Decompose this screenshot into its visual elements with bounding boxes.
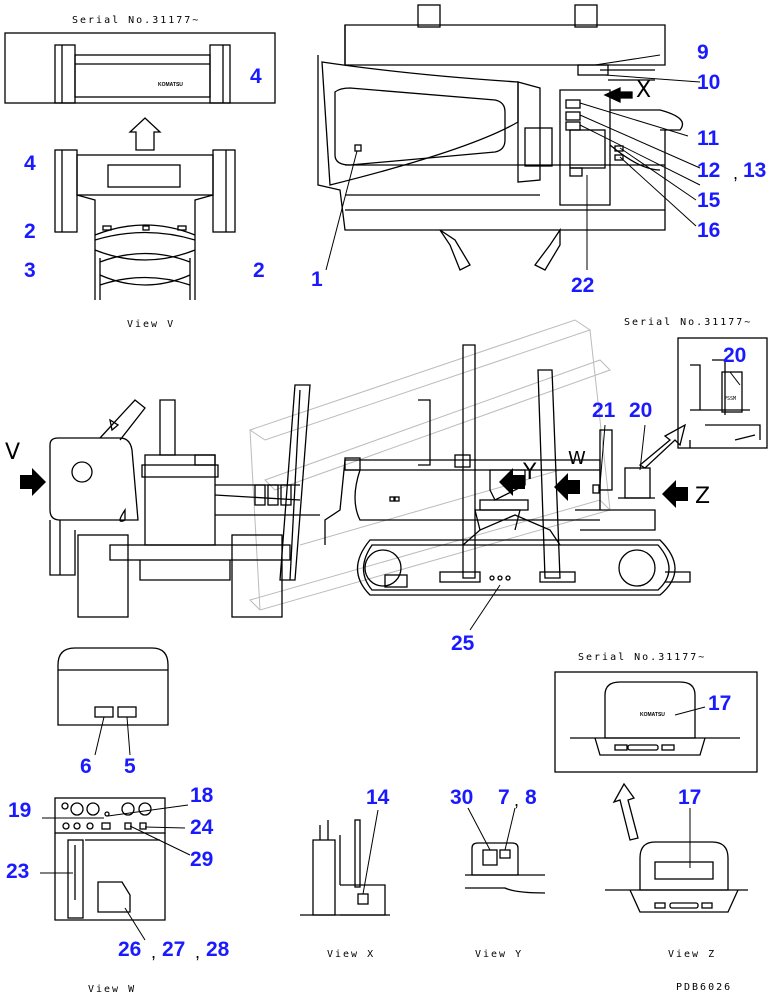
callout-18: 18 (190, 784, 214, 807)
view-z-drawing (605, 808, 748, 913)
view-letter-y: Y (523, 460, 537, 485)
caption-view-v: View V (127, 319, 176, 330)
arrow-v-icon (20, 468, 46, 496)
callout-21: 21 (592, 399, 616, 422)
callout-20: 20 (629, 399, 653, 422)
main-machine-drawing (49, 319, 691, 618)
view-letter-z: Z (695, 484, 711, 509)
callout-19: 19 (8, 799, 32, 822)
callout-7: 7 (498, 786, 510, 809)
callout-20-inset: 20 (723, 344, 747, 367)
arrow-w-icon (554, 473, 580, 501)
callout-4-top: 4 (250, 65, 262, 88)
caption-view-x: View X (327, 949, 376, 960)
serial-mid: Serial No.31177~ (624, 317, 753, 328)
caption-view-z: View Z (668, 949, 717, 960)
cab-drawing (317, 4, 684, 271)
up-arrow-2-icon (612, 782, 639, 841)
callout-9: 9 (697, 41, 709, 64)
callout-2-left: 2 (24, 220, 36, 243)
callout-26: 26 (118, 938, 142, 961)
inset-mid-right (677, 337, 768, 449)
view-w-drawing (40, 797, 191, 941)
view-x-drawing (300, 809, 390, 916)
direction-arrows (20, 468, 688, 508)
callout-sep-27-28: , (195, 942, 201, 962)
logo-text-top: KOMATSU (158, 82, 183, 88)
arrow-x-icon (603, 86, 633, 104)
leaders-main (469, 424, 646, 631)
drawing-number: PDB6026 (676, 982, 733, 993)
callout-14: 14 (366, 786, 390, 809)
arrow-z-icon (662, 480, 688, 508)
callout-24: 24 (190, 816, 214, 839)
arrow-y-icon (499, 468, 525, 496)
plate-mini: PSSM (724, 396, 737, 402)
callout-sep-26-27: , (151, 942, 157, 962)
callout-1: 1 (311, 268, 323, 291)
inset-top-left (4, 32, 276, 104)
callout-22: 22 (571, 274, 595, 297)
serial-top: Serial No.31177~ (72, 15, 201, 26)
up-arrow-icon (128, 117, 162, 151)
callout-2-right: 2 (253, 259, 265, 282)
leaders-top-right (325, 54, 701, 271)
callout-8: 8 (525, 786, 537, 809)
callout-3: 3 (24, 259, 36, 282)
inset-bottom-right (554, 671, 758, 773)
callout-30: 30 (450, 786, 474, 809)
callout-17: 17 (678, 786, 702, 809)
callout-sep-7-8: , (514, 790, 520, 810)
callout-5: 5 (124, 755, 136, 778)
callout-16: 16 (697, 219, 721, 242)
callout-13: 13 (743, 159, 767, 182)
callout-15: 15 (697, 189, 721, 212)
callout-27: 27 (162, 938, 186, 961)
callout-23: 23 (6, 860, 30, 883)
view-letter-v: V (5, 440, 21, 465)
view-letter-w: W (568, 448, 586, 469)
callout-10: 10 (697, 71, 721, 94)
callout-28: 28 (206, 938, 230, 961)
part-box-5-6 (57, 647, 169, 756)
callout-12: 12 (697, 159, 721, 182)
callout-11: 11 (697, 127, 720, 150)
view-y-drawing (465, 807, 546, 894)
serial-bottom: Serial No.31177~ (578, 652, 707, 663)
view-v-drawing (54, 149, 236, 300)
caption-view-y: View Y (475, 949, 524, 960)
caption-view-w: View W (88, 984, 137, 995)
callout-25: 25 (451, 632, 475, 655)
logo-text-inset: KOMATSU (640, 712, 665, 718)
callout-6: 6 (80, 755, 92, 778)
callout-4: 4 (24, 152, 36, 175)
callout-29: 29 (190, 848, 214, 871)
diagonal-arrow-icon (638, 423, 686, 469)
view-letter-x: X (636, 78, 652, 103)
callout-17-inset: 17 (708, 692, 732, 715)
callout-sep-12-13: , (733, 163, 739, 183)
